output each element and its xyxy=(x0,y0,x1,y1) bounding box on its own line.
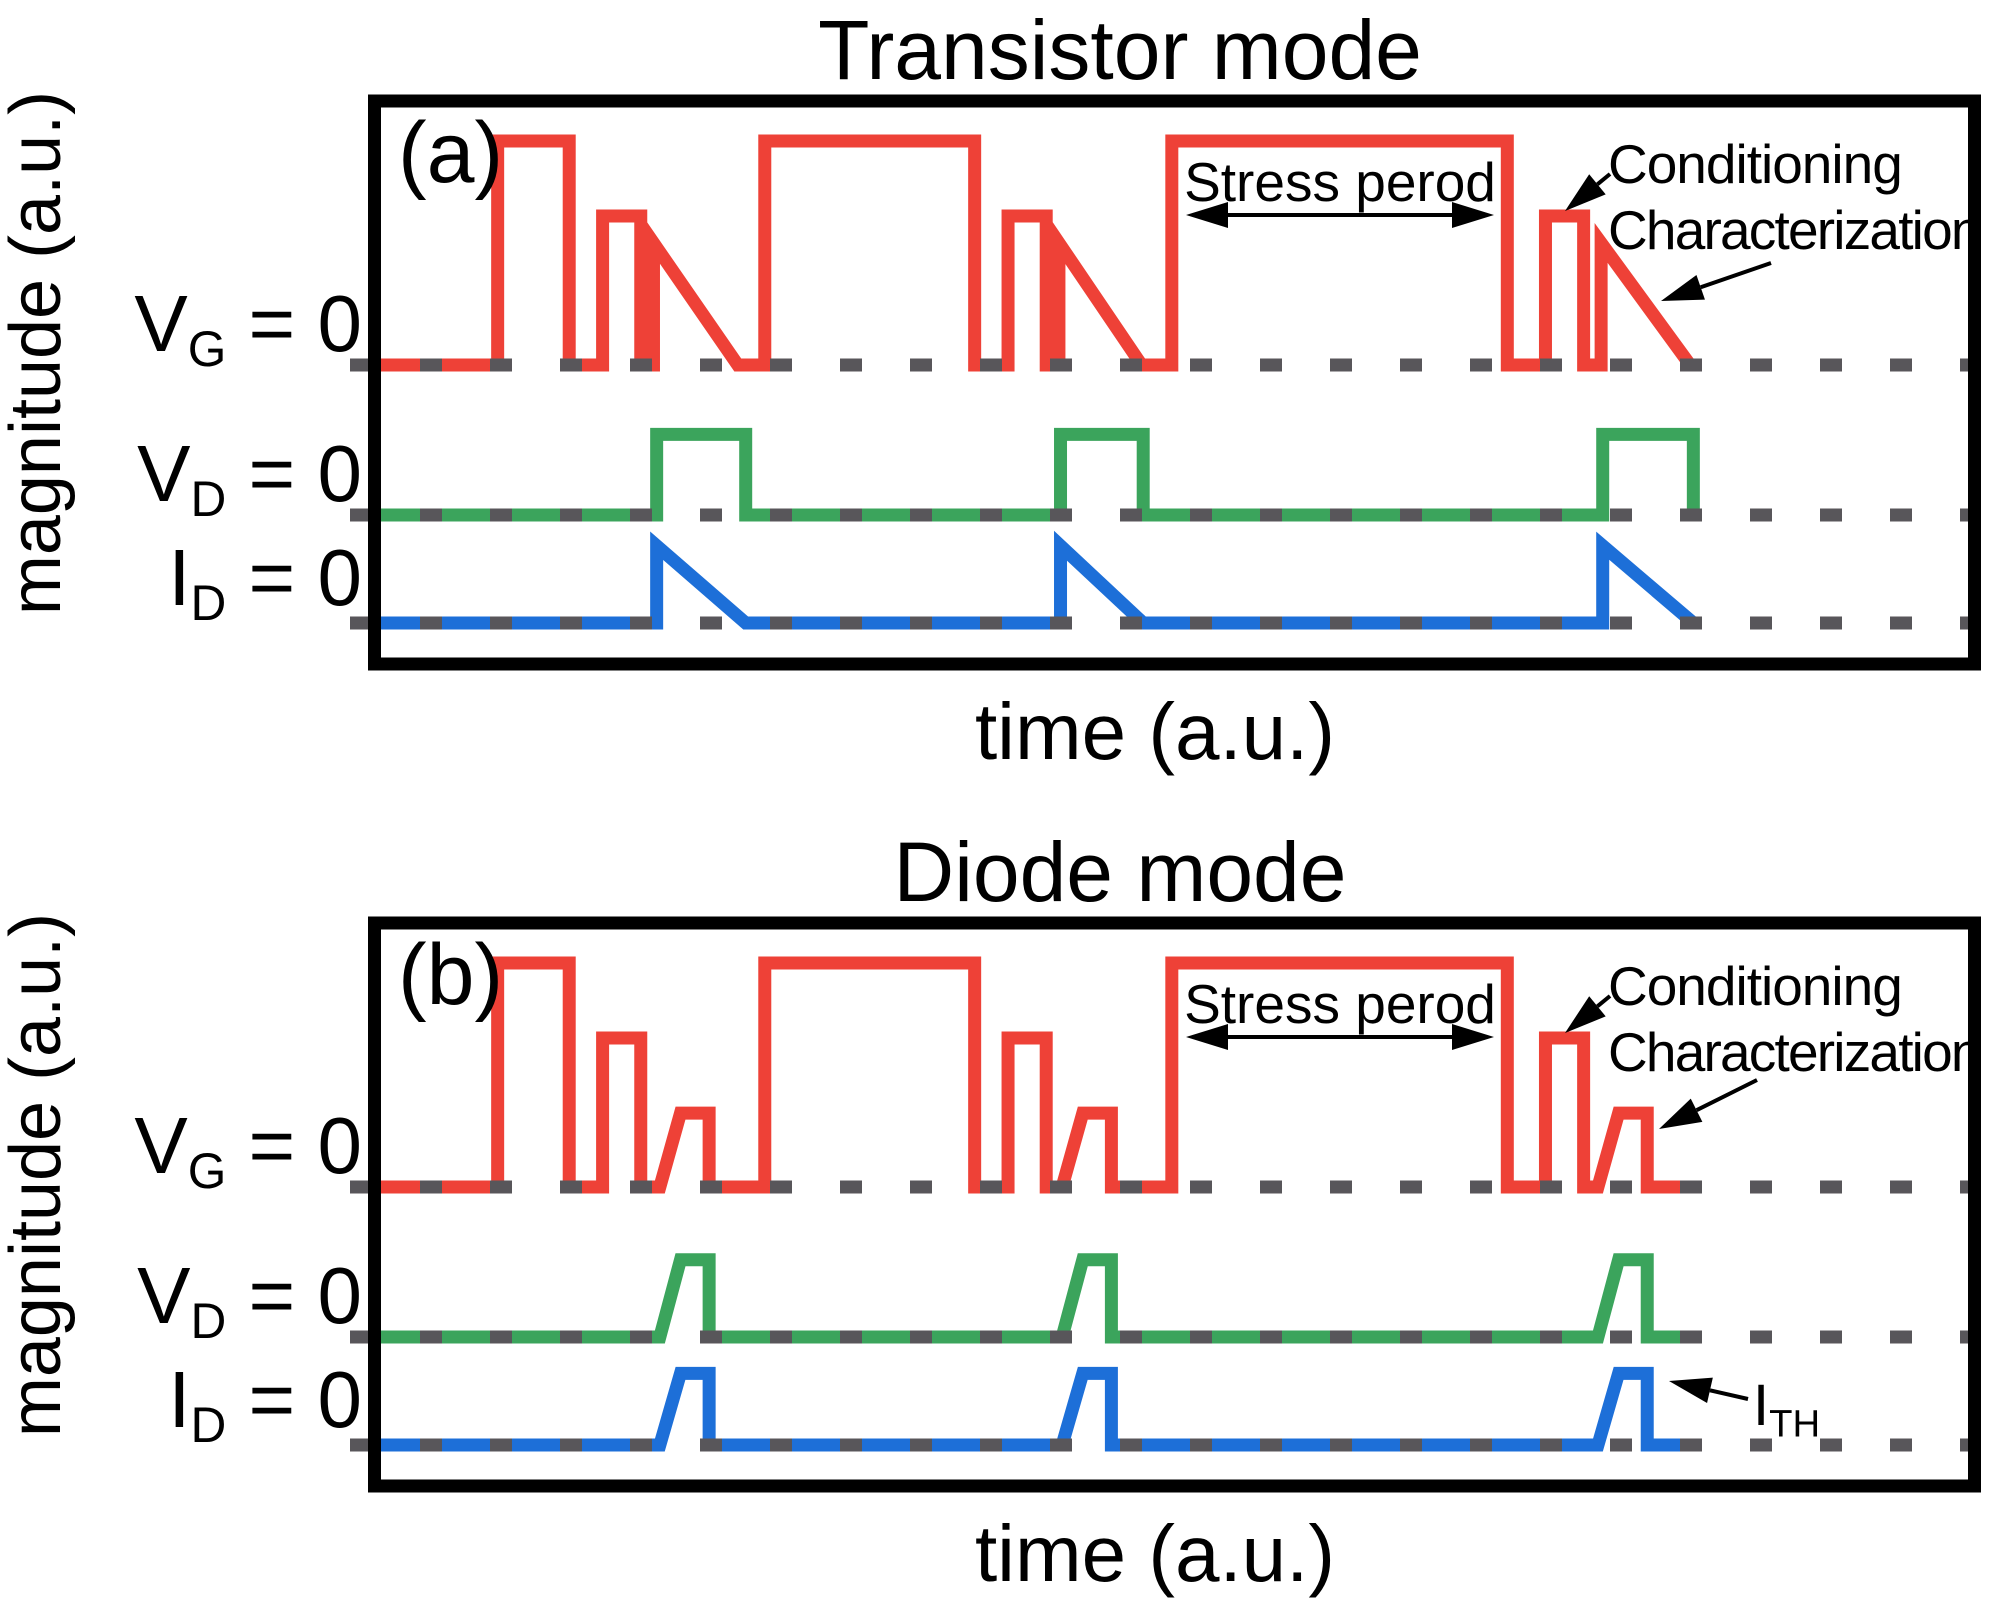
trace-label-id: ID = 0 xyxy=(168,1355,362,1453)
trace-label-vg: VG = 0 xyxy=(134,1101,362,1199)
x-axis-label: time (a.u.) xyxy=(974,1509,1336,1598)
annotation-conditioning: Conditioning xyxy=(1608,955,1903,1017)
annotation-characterization: Characterization xyxy=(1608,1021,1981,1083)
annotation-stress-period: Stress perod xyxy=(1184,151,1496,213)
panel-title: Diode mode xyxy=(893,825,1347,919)
panel-tag: (a) xyxy=(398,105,504,201)
annotation-characterization: Characterization xyxy=(1608,199,1981,261)
annotation-conditioning: Conditioning xyxy=(1608,133,1903,195)
annotation-stress-period: Stress perod xyxy=(1184,973,1496,1035)
annotation-threshold-current: ITH xyxy=(1753,1373,1821,1446)
trace-label-id: ID = 0 xyxy=(168,533,362,631)
trace-label-vd: VD = 0 xyxy=(137,1251,362,1349)
x-axis-label: time (a.u.) xyxy=(974,687,1336,776)
panel-title: Transistor mode xyxy=(818,3,1422,97)
trace-label-vg: VG = 0 xyxy=(134,279,362,377)
panel-tag: (b) xyxy=(398,927,504,1023)
trace-label-vd: VD = 0 xyxy=(137,429,362,527)
